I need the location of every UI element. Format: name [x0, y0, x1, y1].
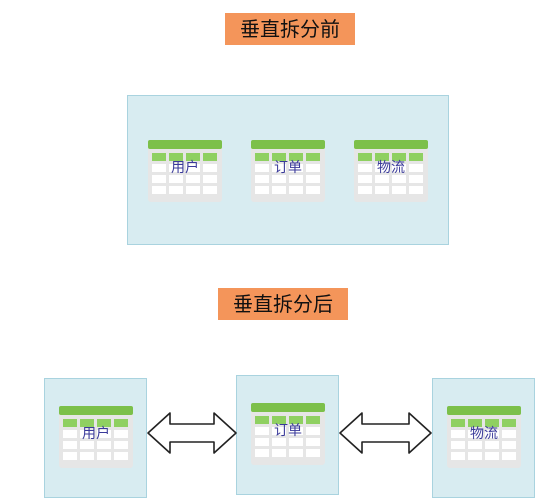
- table-order: 订单: [251, 403, 325, 465]
- title-before-split: 垂直拆分前: [225, 13, 355, 45]
- table-label-user: 用户: [82, 426, 110, 442]
- double-arrow-icon: [147, 412, 237, 454]
- database-user: 用户: [44, 378, 147, 498]
- table-shipping: 物流: [354, 140, 428, 202]
- table-order: 订单: [251, 140, 325, 202]
- table-user: 用户: [59, 406, 133, 468]
- database-order: 订单: [236, 375, 339, 495]
- table-label-order: 订单: [274, 423, 302, 439]
- table-label-user: 用户: [171, 160, 199, 176]
- double-arrow-icon: [339, 412, 432, 454]
- database-shipping: 物流: [432, 378, 535, 498]
- table-label-shipping: 物流: [470, 426, 498, 442]
- title-after-split: 垂直拆分后: [218, 288, 348, 320]
- table-user: 用户: [148, 140, 222, 202]
- table-label-order: 订单: [274, 160, 302, 176]
- table-shipping: 物流: [447, 406, 521, 468]
- table-label-shipping: 物流: [377, 160, 405, 176]
- database-before-split: 用户 订单 物流: [127, 95, 449, 245]
